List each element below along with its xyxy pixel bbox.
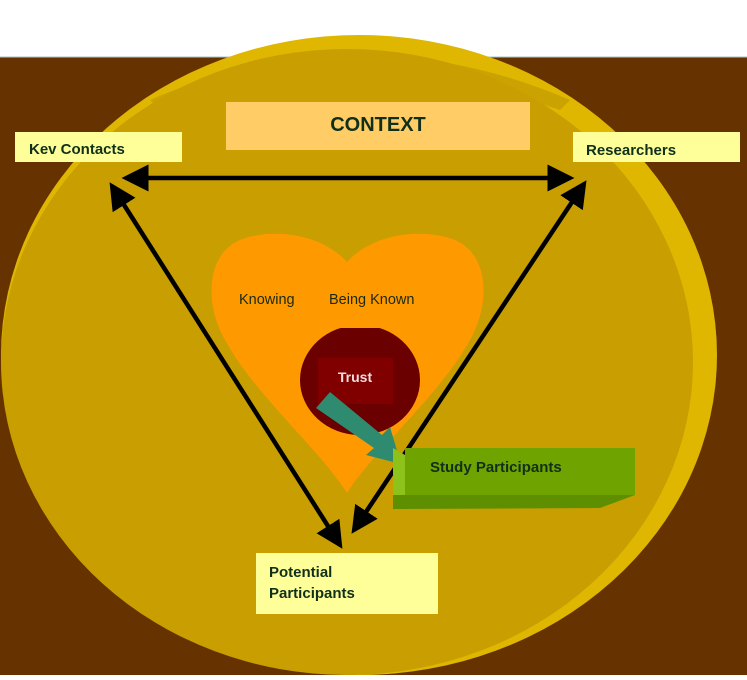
study-box-front	[405, 448, 635, 495]
trust-label: Trust	[338, 369, 373, 385]
study-box-bottom	[393, 495, 635, 509]
potential-participants-label-line2: Participants	[269, 585, 355, 602]
arrow-keycontacts-potential	[109, 182, 343, 549]
key-contacts-label: Kev Contacts	[29, 141, 125, 158]
context-box	[226, 102, 530, 150]
bottom-strip	[0, 675, 747, 680]
potential-participants-box	[256, 553, 438, 614]
context-label: CONTEXT	[330, 114, 426, 136]
study-box-side	[393, 448, 405, 509]
study-participants-box	[393, 448, 635, 509]
key-contacts-box	[15, 132, 182, 162]
knowing-label: Knowing	[239, 292, 295, 308]
study-participants-label: Study Participants	[430, 459, 562, 476]
researchers-box	[573, 132, 740, 162]
being-known-label: Being Known	[329, 292, 414, 308]
researchers-label: Researchers	[586, 142, 676, 159]
potential-participants-label-line1: Potential	[269, 564, 332, 581]
arrow-researchers-potential	[351, 180, 587, 534]
trust-to-study-arrow	[316, 392, 401, 464]
